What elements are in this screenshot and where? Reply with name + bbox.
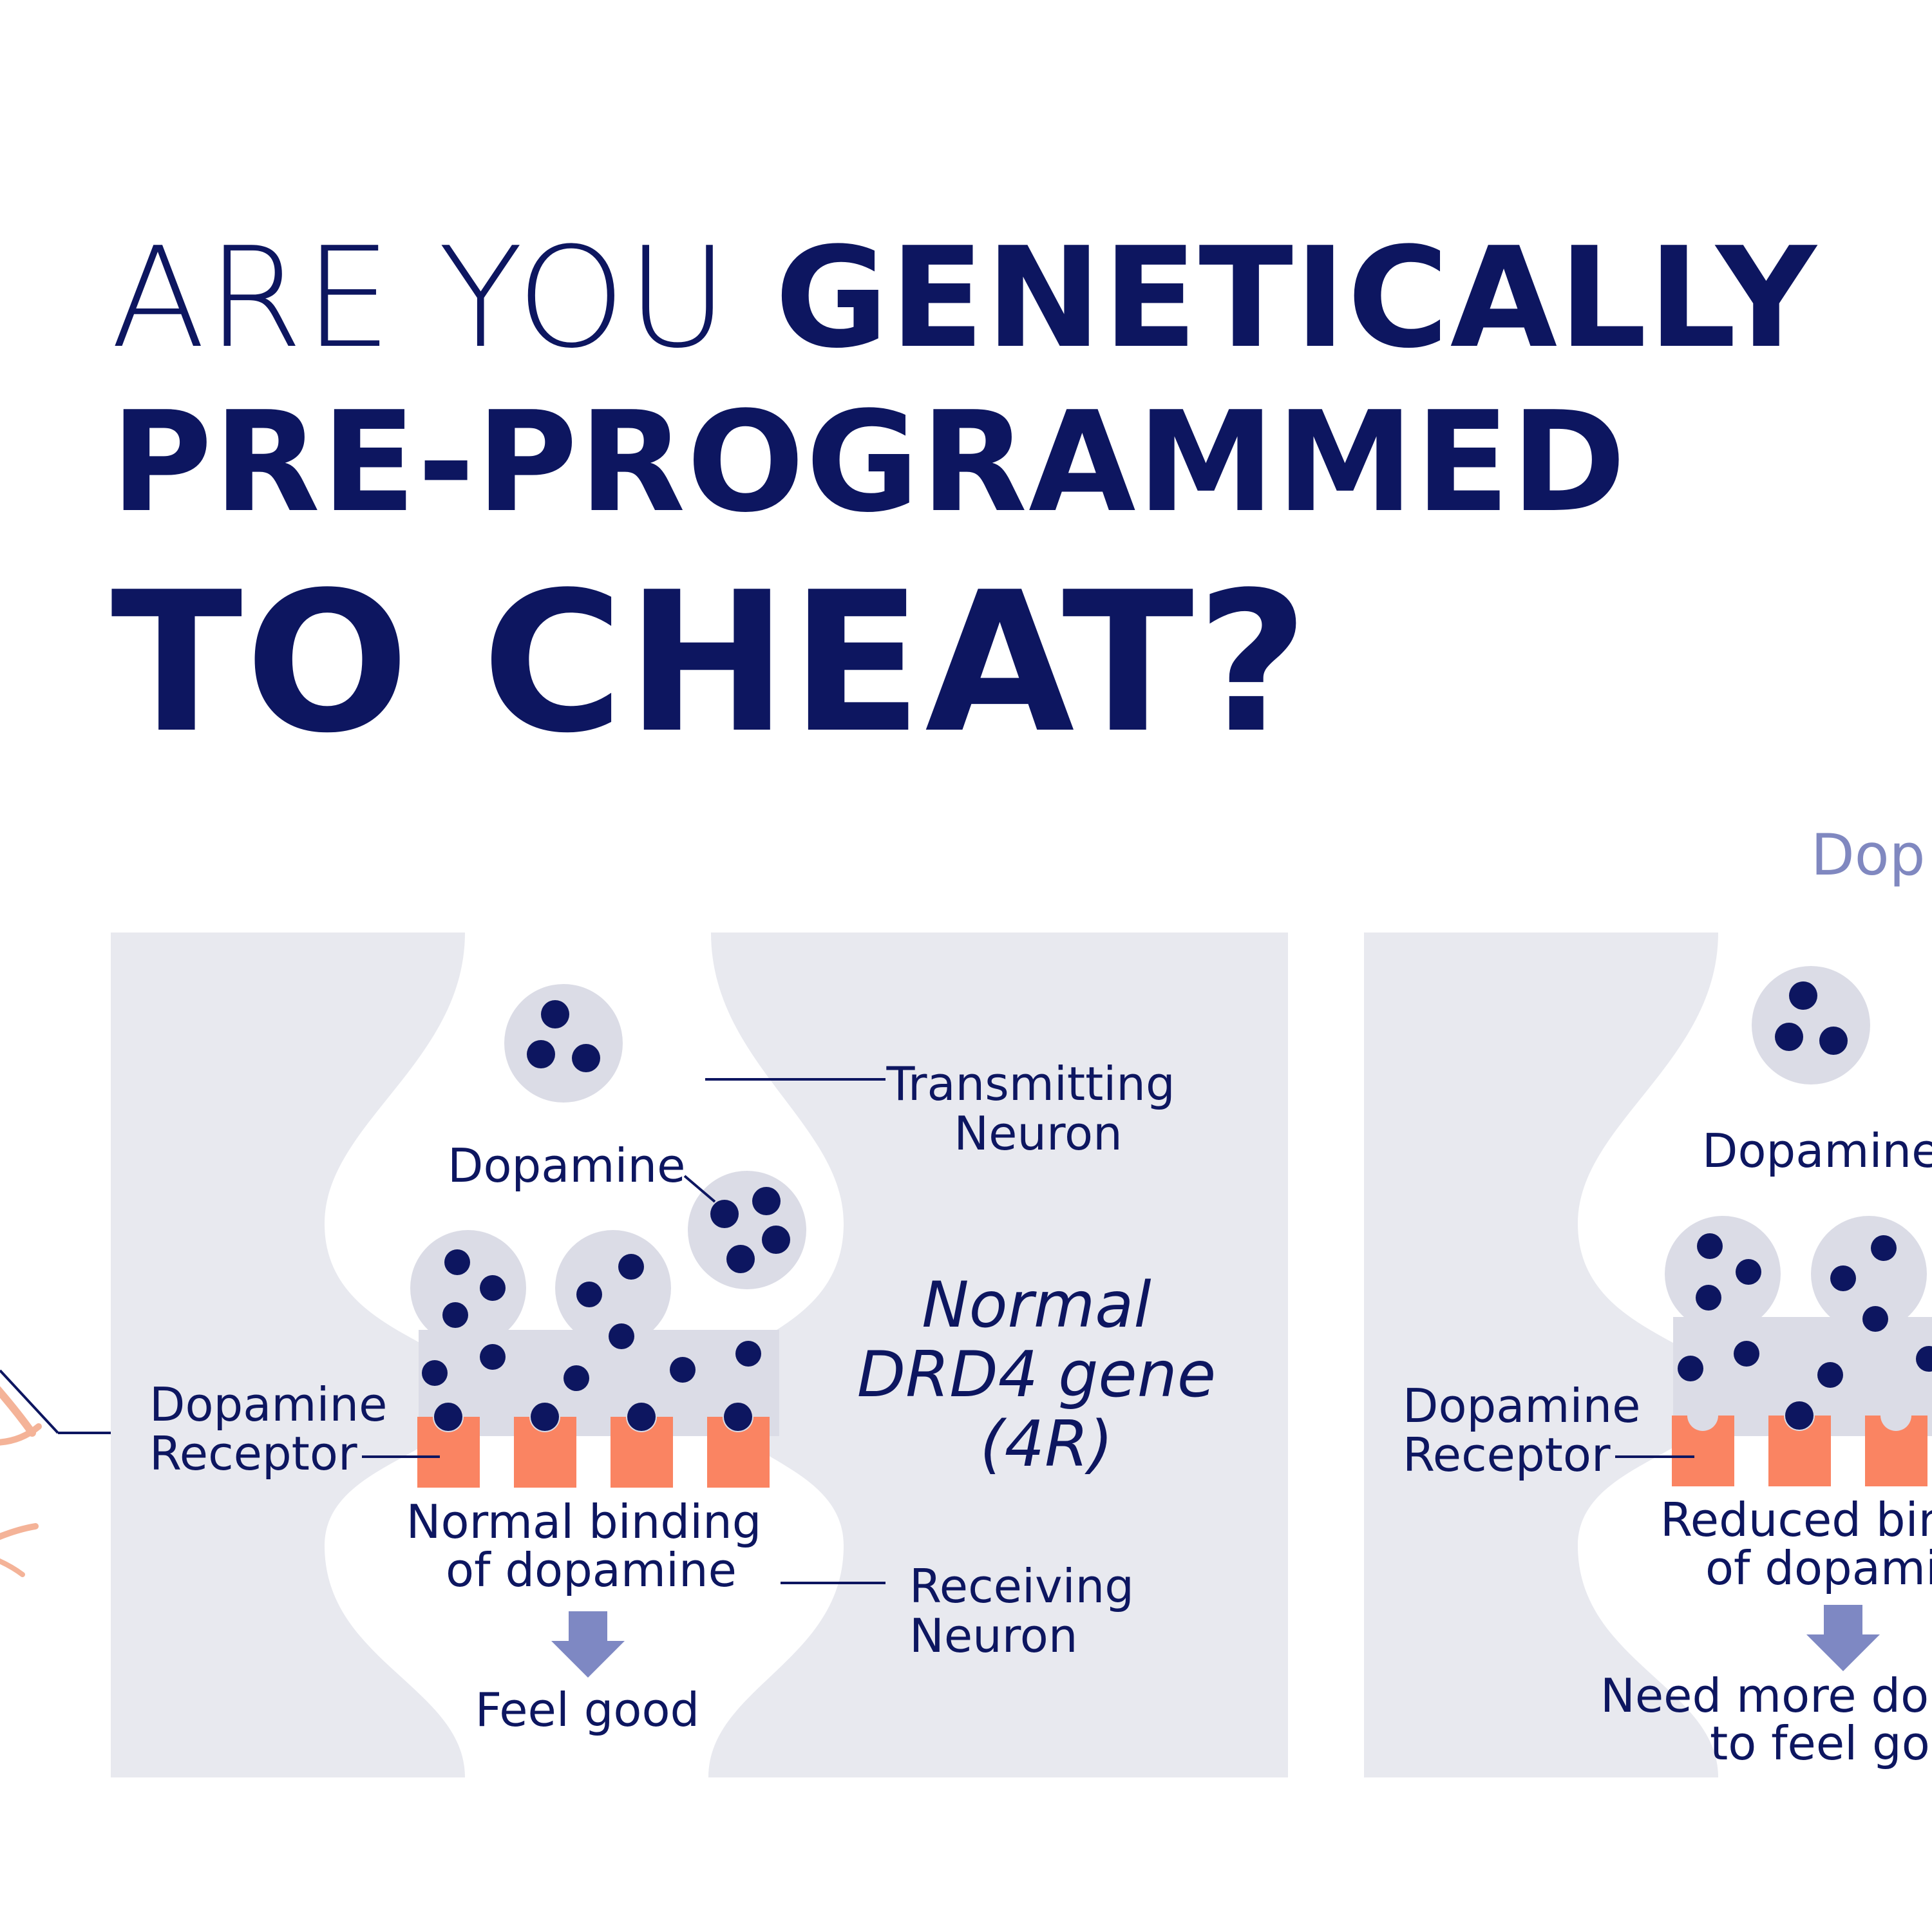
left-illustration xyxy=(0,1369,111,1577)
title-light-part: ARE YOU xyxy=(111,217,775,379)
title-line-3: TO CHEAT? xyxy=(111,551,1311,775)
binding-label: Normal binding of dopamine xyxy=(406,1495,777,1597)
outcome-label: Feel good xyxy=(475,1683,699,1737)
dopamine-receptor xyxy=(1672,1416,1734,1486)
dopamine-release-region xyxy=(1665,1216,1932,1436)
dopamine-label: Dopamine xyxy=(1702,1124,1932,1178)
title-bold-part: GENETICALLY xyxy=(775,217,1818,379)
dopamine-label: Dopamine xyxy=(448,1139,685,1193)
receptor-label: Dopamine Receptor xyxy=(1403,1379,1655,1482)
title-line-2: PRE-PROGRAMMED xyxy=(111,381,1627,543)
illustration-callout-line xyxy=(0,1369,59,1434)
panel-reduced: Dopamine Dopamine Receptor Reduced bin o… xyxy=(1364,933,1932,1777)
dopamine-receptor xyxy=(1865,1416,1927,1486)
dopamine-receptor xyxy=(611,1403,673,1488)
down-arrow-icon xyxy=(551,1611,625,1678)
dopamine-receptor xyxy=(707,1403,770,1488)
title-line-1: ARE YOU GENETICALLY xyxy=(111,229,1817,367)
dopamine-receptor xyxy=(1768,1401,1831,1486)
outcome-label: Need more dop to feel goo xyxy=(1600,1669,1932,1770)
down-arrow-icon xyxy=(1806,1605,1880,1671)
receiving-neuron-label: Receiving Neuron xyxy=(909,1559,1149,1663)
receptor-label: Dopamine Receptor xyxy=(149,1378,402,1481)
gene-label: Normal DRD4 gene (4R) xyxy=(857,1269,1236,1481)
panel-normal: Transmitting Neuron Dopamine Normal DRD4… xyxy=(111,933,1288,1777)
dopamine-receptor xyxy=(417,1403,480,1488)
section-label: Dop xyxy=(1811,822,1926,888)
binding-label: Reduced bin of dopami xyxy=(1660,1493,1932,1595)
dopamine-vesicle xyxy=(688,1171,806,1289)
dopamine-receptor xyxy=(514,1403,576,1488)
transmitting-neuron-label: Transmitting Neuron xyxy=(886,1057,1189,1160)
dopamine-vesicle xyxy=(504,984,623,1103)
dopamine-leader xyxy=(683,1175,716,1203)
dopamine-vesicle xyxy=(1752,966,1870,1084)
